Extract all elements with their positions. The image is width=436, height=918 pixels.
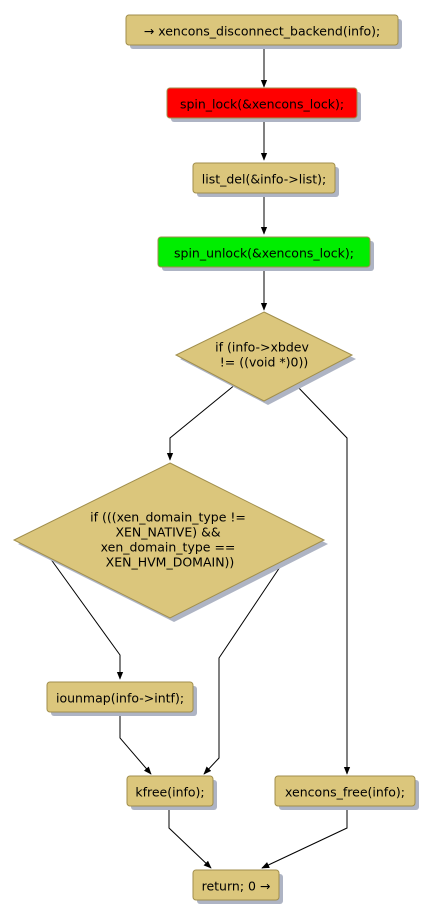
iounmap-label: iounmap(info->intf); <box>56 690 184 705</box>
edge-if-domain-to-kfree <box>203 557 287 775</box>
edge-iounmap-to-kfree <box>119 711 152 775</box>
edges <box>49 46 351 869</box>
edge-if-xbdev-to-if-domain <box>166 383 237 461</box>
spin-unlock-node: spin_unlock(&xencons_lock); <box>157 236 374 271</box>
spin-lock-node: spin_lock(&xencons_lock); <box>166 87 361 122</box>
spin-lock-label: spin_lock(&xencons_lock); <box>180 96 344 111</box>
edge-if-domain-to-iounmap <box>49 557 124 680</box>
edge-if-xbdev-to-xencons-free <box>294 383 351 775</box>
list-del-node: list_del(&info->list); <box>192 162 339 197</box>
iounmap-node: iounmap(info->intf); <box>46 681 197 716</box>
start-node-label: → xencons_disconnect_backend(info); <box>144 23 381 38</box>
if-xbdev-label: if (info->xbdev != ((void *)0)) <box>215 339 313 369</box>
edge-xencons-free-to-return <box>261 806 348 869</box>
xencons-free-node: xencons_free(info); <box>274 775 419 810</box>
edge-kfree-to-return <box>168 806 212 869</box>
return-label: return; 0 → <box>202 878 271 893</box>
return-node: return; 0 → <box>192 869 283 904</box>
if-domain-decision: if (((xen_domain_type != XEN_NATIVE) && … <box>12 462 328 622</box>
xencons-free-label: xencons_free(info); <box>285 784 405 799</box>
start-node: → xencons_disconnect_backend(info); <box>125 14 402 49</box>
if-domain-label: if (((xen_domain_type != XEN_NATIVE) && … <box>90 509 250 569</box>
list-del-label: list_del(&info->list); <box>202 171 326 186</box>
kfree-node: kfree(info); <box>126 775 217 810</box>
if-xbdev-decision: if (info->xbdev != ((void *)0)) <box>174 311 356 405</box>
spin-unlock-label: spin_unlock(&xencons_lock); <box>174 245 354 260</box>
kfree-label: kfree(info); <box>135 784 204 799</box>
